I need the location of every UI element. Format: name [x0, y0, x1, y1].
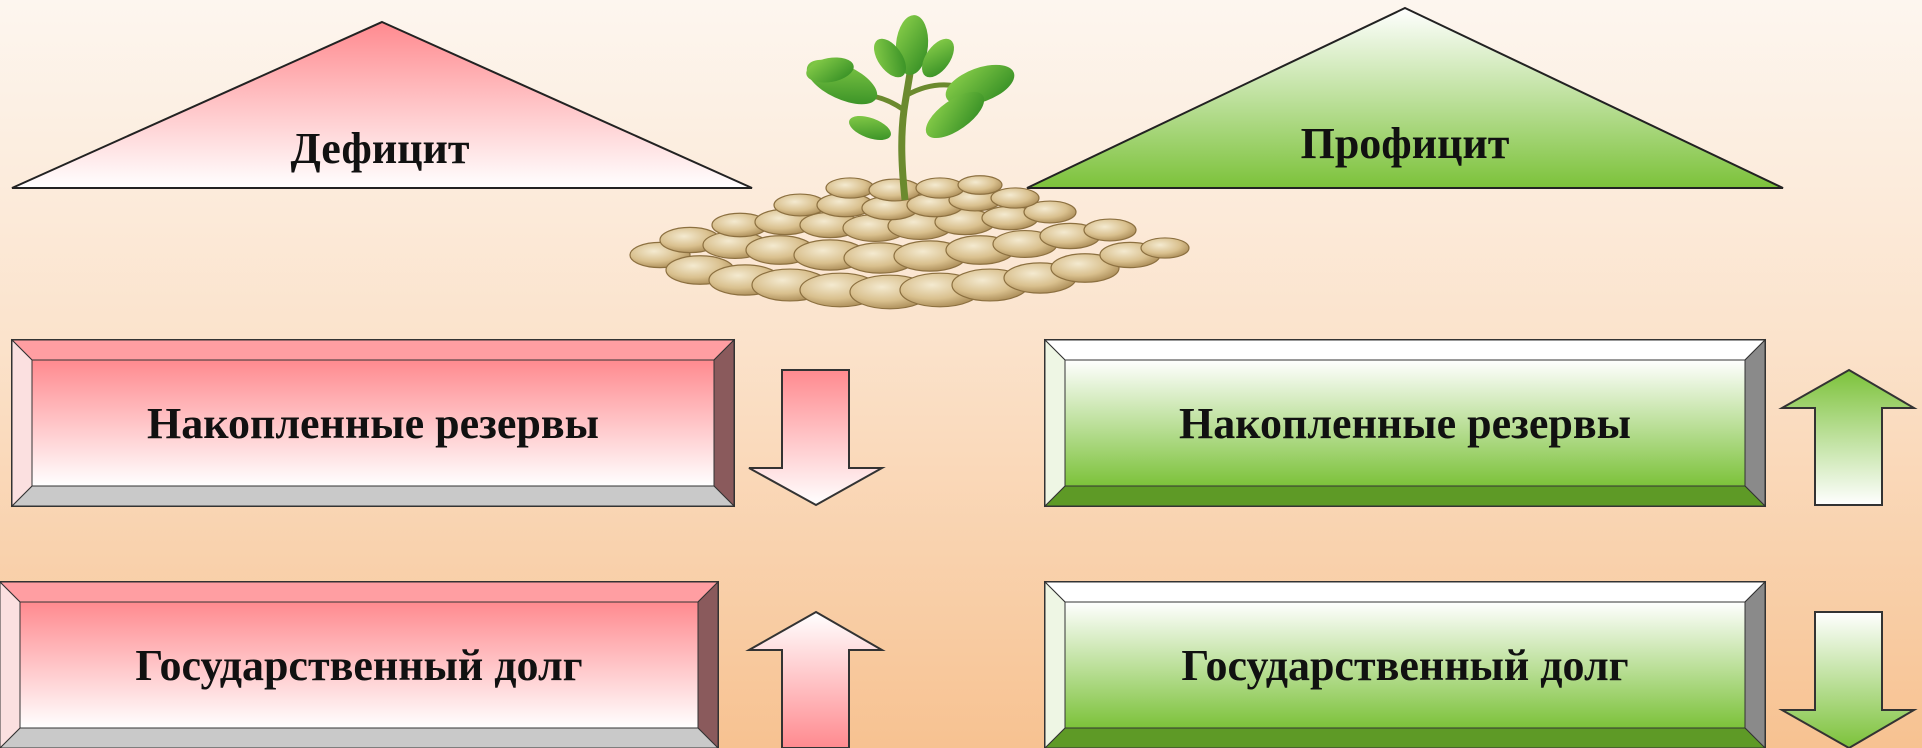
- coin: [990, 187, 1040, 209]
- left-reserves-down-arrow-icon: [748, 369, 886, 507]
- left-debt-label: Государственный долг: [135, 640, 583, 690]
- right-reserves-box: [1043, 338, 1767, 508]
- surplus-triangle: [1026, 6, 1784, 189]
- deficit-triangle: [11, 20, 753, 189]
- coins-pile: [629, 175, 1190, 310]
- left-debt-up-arrow-icon: [745, 610, 886, 748]
- plant-icon: [806, 15, 1015, 201]
- coin: [1023, 200, 1077, 224]
- right-debt-label: Государственный долг: [1181, 640, 1629, 690]
- coin: [825, 177, 875, 199]
- coin: [957, 175, 1003, 195]
- coin: [1140, 237, 1190, 259]
- right-debt-down-arrow-icon: [1778, 611, 1918, 748]
- right-reserves-up-arrow-icon: [1778, 368, 1918, 506]
- left-reserves-label: Накопленные резервы: [147, 398, 599, 448]
- right-reserves-label: Накопленные резервы: [1179, 398, 1631, 448]
- right-debt-box: [1043, 580, 1767, 748]
- plant-on-coins-illustration: [629, 15, 1190, 310]
- surplus-label: Профицит: [1300, 118, 1510, 168]
- coin: [1083, 218, 1137, 242]
- coin: [1050, 253, 1120, 283]
- coin: [915, 177, 965, 199]
- coin: [868, 178, 922, 202]
- left-debt-box: [0, 580, 720, 748]
- left-reserves-box: [10, 338, 736, 508]
- deficit-label: Дефицит: [290, 123, 470, 173]
